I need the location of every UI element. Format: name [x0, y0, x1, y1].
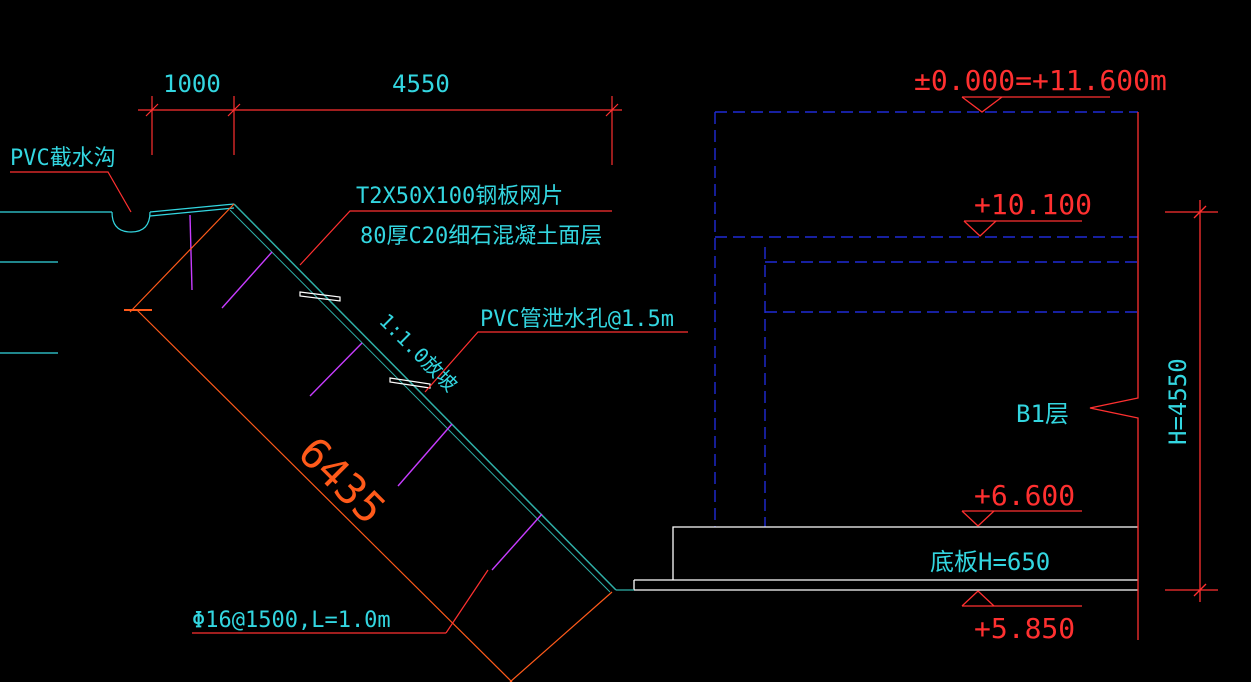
dimension-height: H=4550	[1164, 358, 1192, 445]
label-base-slab: 底板H=650	[930, 548, 1050, 576]
dimension-1000: 1000	[163, 70, 221, 98]
slope-length-dimension	[124, 203, 613, 682]
elevation-10100: +10.100	[974, 188, 1092, 221]
right-structure-lines	[1089, 112, 1218, 640]
label-anchor-bar: Φ16@1500,L=1.0m	[192, 608, 391, 633]
base-slab	[616, 526, 1138, 591]
label-steel-mesh: T2X50X100钢板网片	[356, 184, 563, 209]
top-dimension-lines	[138, 96, 622, 165]
ground-surface	[0, 203, 235, 354]
drain-pipes	[299, 291, 431, 389]
elevation-6600: +6.600	[974, 479, 1075, 512]
label-pvc-drain-hole: PVC管泄水孔@1.5m	[480, 307, 674, 332]
label-slope-ratio: 1:1.0放坡	[374, 309, 462, 397]
label-floor-b1: B1层	[1016, 400, 1069, 428]
label-pvc-drain-ditch: PVC截水沟	[10, 146, 116, 171]
elevation-markers	[961, 96, 1110, 607]
leader-lines	[10, 171, 688, 634]
anchor-bars	[189, 214, 543, 571]
elevation-5850: +5.850	[974, 612, 1075, 645]
slope-length-text: 6435	[289, 427, 395, 533]
label-concrete-layer: 80厚C20细石混凝土面层	[360, 224, 602, 249]
slope-face	[229, 203, 617, 593]
building-outline	[714, 111, 1138, 527]
elevation-top: ±0.000=+11.600m	[914, 64, 1167, 97]
dimension-4550: 4550	[392, 70, 450, 98]
